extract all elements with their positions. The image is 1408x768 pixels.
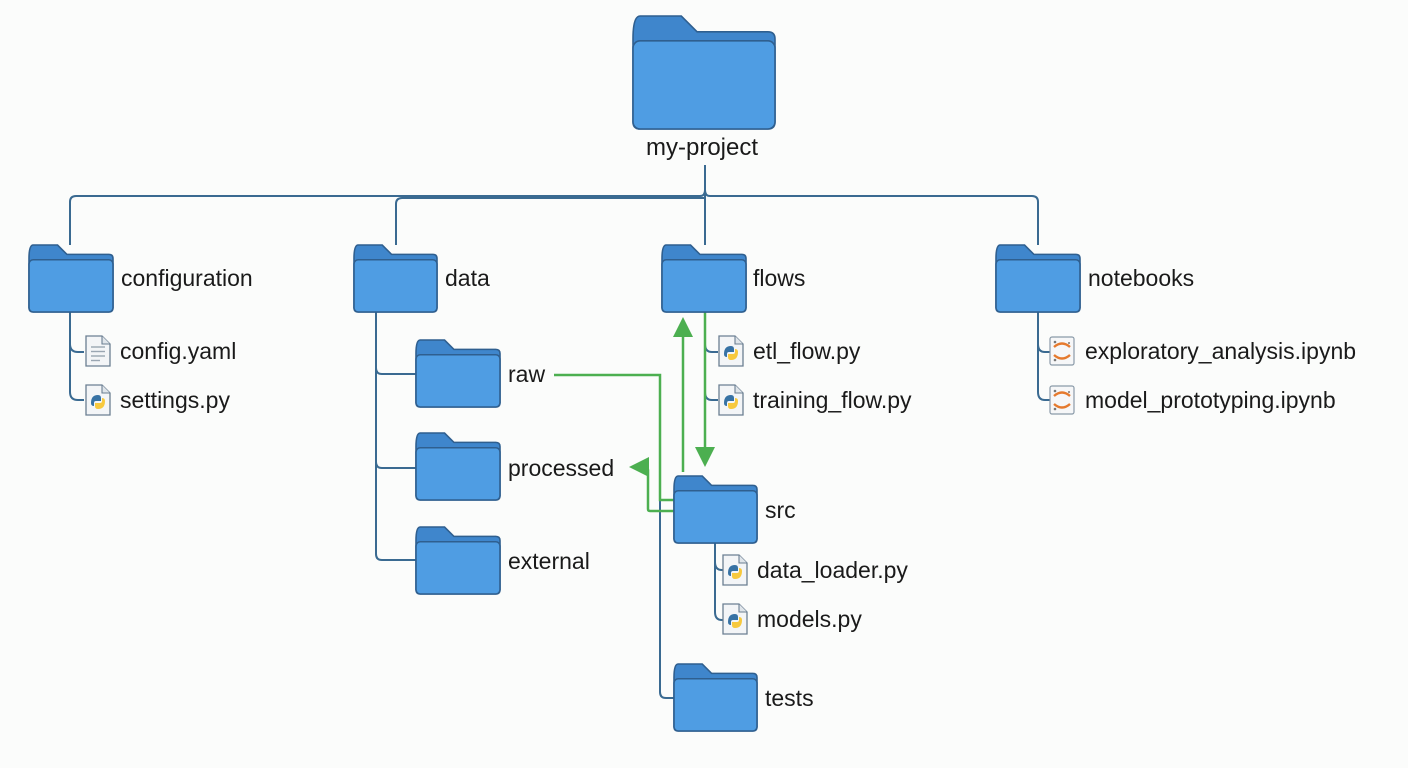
config-yaml-text-file-icon[interactable] [85, 335, 111, 367]
folders-layer [28, 15, 1081, 732]
folder-label-raw[interactable]: raw [508, 361, 546, 387]
tests-folder-icon[interactable] [673, 663, 758, 732]
folder-label-flows[interactable]: flows [753, 265, 806, 291]
training-flow-py-python-file-icon[interactable] [718, 384, 744, 416]
file-label-settings-py[interactable]: settings.py [120, 387, 230, 413]
models-py-python-file-icon[interactable] [722, 603, 748, 635]
notebooks-folder-icon[interactable] [995, 244, 1081, 313]
root-folder-label[interactable]: my-project [646, 134, 759, 161]
settings-py-python-file-icon[interactable] [85, 384, 111, 416]
root-folder-icon[interactable] [632, 15, 776, 130]
data-children-line [375, 312, 416, 561]
model-prototyping-ipynb-jupyter-notebook-icon[interactable] [1049, 385, 1075, 415]
tree-lines [69, 165, 1050, 699]
folder-label-notebooks[interactable]: notebooks [1088, 265, 1195, 291]
folder-label-external[interactable]: external [508, 548, 590, 574]
flow-arrow-raw-to-src [554, 373, 674, 502]
tests-link-line [659, 440, 674, 699]
file-label-models-py[interactable]: models.py [757, 606, 862, 632]
folder-label-tests[interactable]: tests [765, 685, 814, 711]
flows-children-line [704, 312, 718, 401]
file-label-exploratory-analysis-ipynb[interactable]: exploratory_analysis.ipynb [1085, 338, 1357, 364]
etl-flow-py-python-file-icon[interactable] [718, 335, 744, 367]
configuration-folder-icon[interactable] [28, 244, 114, 313]
folder-label-src[interactable]: src [765, 497, 796, 523]
file-label-config-yaml[interactable]: config.yaml [120, 338, 237, 364]
raw-folder-icon[interactable] [415, 339, 501, 408]
data-folder-icon[interactable] [353, 244, 438, 313]
configuration-children-line [69, 312, 84, 401]
data-branch-line [395, 197, 705, 245]
root-branch-line [69, 189, 1039, 245]
folder-label-configuration[interactable]: configuration [121, 265, 253, 291]
src-folder-icon[interactable] [673, 475, 758, 544]
notebooks-children-line [1037, 312, 1050, 401]
flows-folder-icon[interactable] [661, 244, 747, 313]
file-label-training-flow-py[interactable]: training_flow.py [753, 387, 912, 413]
file-label-etl-flow-py[interactable]: etl_flow.py [753, 338, 861, 364]
flow-arrows [554, 312, 715, 513]
file-label-data-loader-py[interactable]: data_loader.py [757, 557, 908, 583]
exploratory-analysis-ipynb-jupyter-notebook-icon[interactable] [1049, 336, 1075, 366]
external-folder-icon[interactable] [415, 526, 501, 595]
files-layer [85, 335, 1075, 635]
data-loader-py-python-file-icon[interactable] [722, 554, 748, 586]
folder-label-processed[interactable]: processed [508, 455, 615, 481]
file-label-model-prototyping-ipynb[interactable]: model_prototyping.ipynb [1085, 387, 1336, 413]
folder-label-data[interactable]: data [445, 265, 490, 291]
src-children-line [714, 543, 726, 621]
flow-arrow-src-to-processed [629, 457, 674, 513]
processed-folder-icon[interactable] [415, 432, 501, 501]
